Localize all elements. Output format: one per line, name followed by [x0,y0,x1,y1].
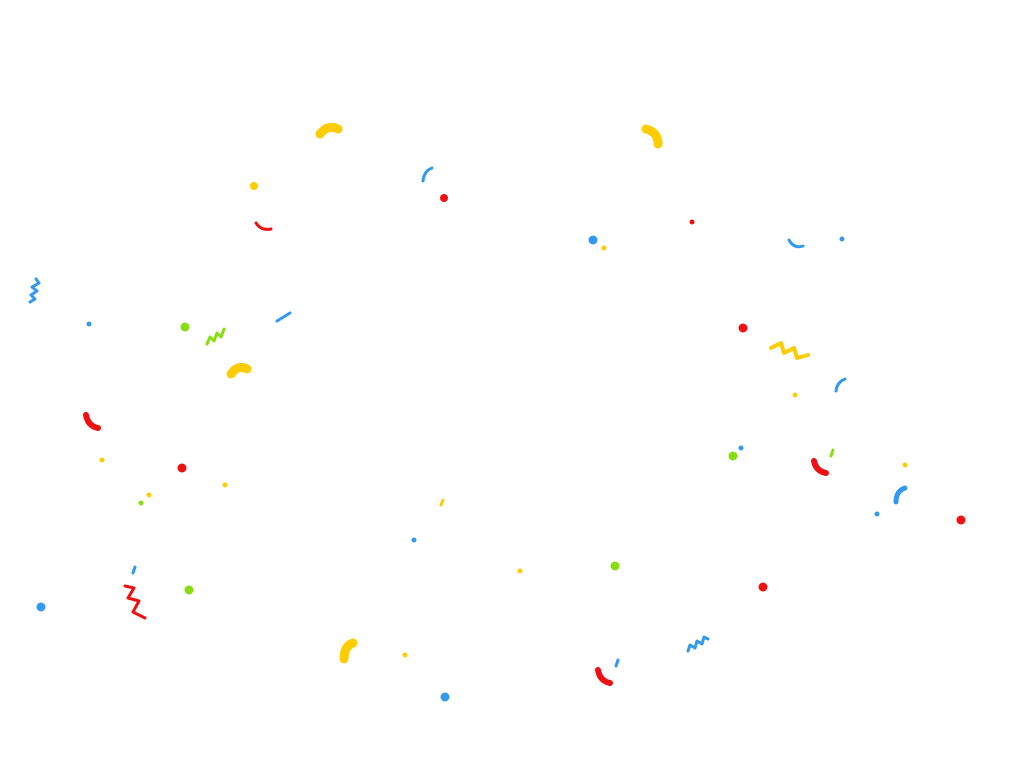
confetti-yellow-dot [146,492,152,498]
confetti-yellow-dot [250,182,258,190]
confetti-green-dot [180,322,190,332]
confetti-blue-dash [614,658,620,668]
confetti-blue-arc [834,377,847,393]
confetti-yellow-dot [517,568,523,574]
confetti-blue-dot [86,321,92,327]
confetti-blue-arc [421,166,434,183]
confetti-yellow-curl [315,122,343,139]
confetti-blue-curl [893,485,908,505]
confetti-red-arc [254,221,273,231]
confetti-blue-dot [440,692,450,702]
confetti-yellow-dot [792,392,798,398]
confetti-green-dash [829,448,835,458]
confetti-red-dot [738,323,748,333]
confetti-yellow-dash [439,498,445,507]
confetti-yellow-dot [601,245,607,251]
confetti-yellow-dot [402,652,408,658]
confetti-red-dot [956,515,966,525]
confetti-blue-dot [738,445,744,451]
confetti-yellow-zigzag [769,341,810,360]
confetti-blue-dot [874,511,880,517]
confetti-blue-dash [275,311,292,323]
confetti-red-dot [758,582,768,592]
confetti-blue-dash [131,565,137,575]
confetti-blue-dot [839,236,845,242]
confetti-yellow-dot [222,482,228,488]
confetti-red-zigzag [123,584,147,620]
confetti-blue-dot [588,235,598,245]
confetti-yellow-curl [226,362,252,379]
confetti-red-curl [811,458,829,476]
confetti-green-dot [610,561,620,571]
confetti-green-zigzag [205,327,226,346]
confetti-green-dot [728,451,738,461]
confetti-yellow-dot [902,462,908,468]
confetti-green-dot [184,585,194,595]
confetti-blue-zigzag [28,277,41,304]
confetti-blue-dot [411,537,417,543]
confetti-yellow-curl [339,638,358,664]
confetti-red-dot [689,219,695,225]
confetti-blue-dot [36,602,46,612]
confetti-blue-arc [787,238,805,249]
confetti-red-curl [595,667,613,686]
confetti-red-dot [440,194,448,202]
confetti-yellow-dot [99,457,105,463]
confetti-yellow-curl [641,124,663,149]
confetti-blue-zigzag [686,635,710,653]
confetti-red-dot [177,463,187,473]
confetti-red-curl [83,412,101,431]
confetti-green-dot [138,500,144,506]
